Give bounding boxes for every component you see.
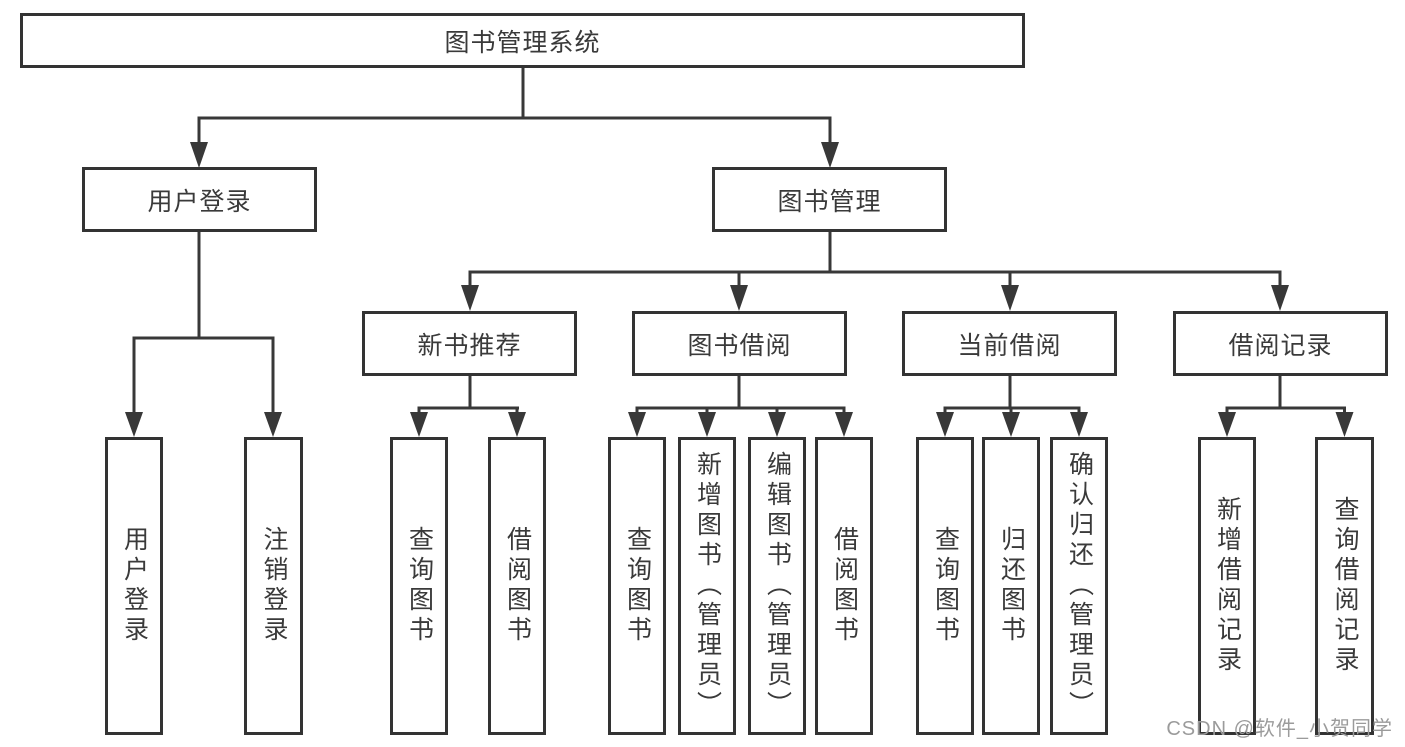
arrowhead-icon [461,285,479,311]
arrowhead-icon [628,412,646,437]
node-label: 新书推荐 [417,331,522,360]
node-label: 查询图书 [623,526,652,646]
leaf-nbr-query-books: 查询图书 [390,437,448,735]
arrowhead-icon [1001,285,1019,311]
arrowhead-icon [936,412,954,437]
arrowhead-icon [190,142,208,168]
node-label: 编辑图书（管理员） [763,451,792,721]
leaf-user-login: 用户登录 [105,437,163,735]
leaf-bb-borrow-books: 借阅图书 [815,437,873,735]
node-label: 当前借阅 [957,331,1062,360]
node-label: 用户登录 [147,187,252,216]
arrowhead-icon [508,412,526,437]
node-borrow-records: 借阅记录 [1173,311,1388,376]
leaf-logout-login: 注销登录 [244,437,303,735]
connector-user-login-to-leaves [125,232,282,437]
leaf-br-add-record: 新增借阅记录 [1198,437,1256,735]
node-label: 归还图书 [997,526,1026,646]
node-user-login: 用户登录 [82,167,317,232]
node-label: 查询图书 [931,526,960,646]
connector-root-to-level2 [190,68,839,168]
arrowhead-icon [1002,412,1020,437]
arrowhead-icon [730,285,748,311]
arrowhead-icon [1271,285,1289,311]
node-label: 图书借阅 [687,331,792,360]
leaf-bb-query-books: 查询图书 [608,437,666,735]
connector-current-borrow-to-leaves [936,376,1088,437]
node-label: 用户登录 [120,526,149,646]
leaf-bb-add-books-admin: 新增图书（管理员） [678,437,736,735]
arrowhead-icon [264,412,282,437]
node-label: 新增借阅记录 [1213,496,1242,676]
node-new-book-recommend: 新书推荐 [362,311,577,376]
node-label: 查询图书 [405,526,434,646]
watermark: CSDN @软件_小贺同学 [1166,718,1393,740]
arrowhead-icon [768,412,786,437]
node-label: 图书管理系统 [444,28,601,57]
arrowhead-icon [1218,412,1236,437]
node-label: 借阅图书 [830,526,859,646]
node-label: 图书管理 [777,187,882,216]
arrowhead-icon [1335,412,1354,437]
node-label: 注销登录 [260,526,288,646]
node-label: 查询借阅记录 [1331,496,1359,676]
connector-book-management-to-level3 [461,232,1289,311]
leaf-bb-edit-books-admin: 编辑图书（管理员） [748,437,806,735]
connector-book-borrow-to-leaves [628,376,853,437]
leaf-cb-return-books: 归还图书 [982,437,1040,735]
node-root: 图书管理系统 [20,13,1025,68]
arrowhead-icon [835,412,853,437]
arrowhead-icon [1070,412,1088,437]
node-current-borrow: 当前借阅 [902,311,1117,376]
node-label: 借阅记录 [1228,331,1333,360]
arrowhead-icon [125,412,143,437]
arrowhead-icon [698,412,716,437]
node-label: 确认归还（管理员） [1065,451,1094,721]
node-label: 新增图书（管理员） [693,451,722,721]
node-book-borrow: 图书借阅 [632,311,847,376]
node-book-management: 图书管理 [712,167,947,232]
arrowhead-icon [410,412,428,437]
leaf-cb-confirm-return-admin: 确认归还（管理员） [1050,437,1108,735]
leaf-br-query-record: 查询借阅记录 [1315,437,1374,735]
connector-borrow-records-to-leaves [1218,376,1354,437]
arrowhead-icon [821,142,839,168]
connector-new-book-recommend-to-leaves [410,376,526,437]
node-label: 借阅图书 [503,526,532,646]
leaf-nbr-borrow-books: 借阅图书 [488,437,546,735]
leaf-cb-query-books: 查询图书 [916,437,974,735]
